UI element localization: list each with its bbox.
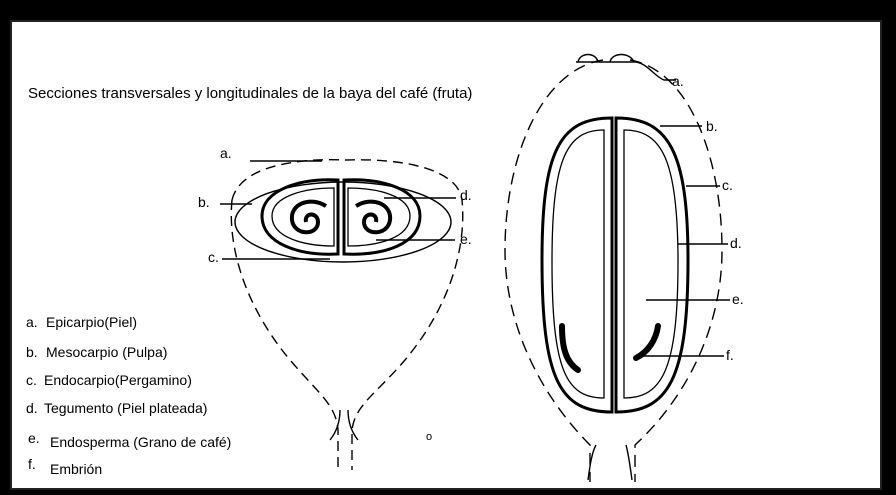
legend-text-d: Tegumento (Piel plateada) <box>44 400 207 416</box>
cross-epicarp-outline <box>231 160 462 470</box>
stray-mark: o <box>426 431 432 443</box>
long-label-a: a. <box>672 73 684 89</box>
cross-label-b: b. <box>198 194 210 210</box>
cross-endosperm-fold-right <box>356 202 390 233</box>
cross-label-e: e. <box>460 231 472 247</box>
legend-text-a: Epicarpio(Piel) <box>46 314 137 330</box>
cross-section <box>220 160 463 470</box>
cross-labels: a. b. c. d. e. <box>198 145 472 265</box>
cross-label-a: a. <box>220 145 232 161</box>
long-label-e: e. <box>732 291 744 307</box>
long-label-f: f. <box>726 347 734 363</box>
long-calyx <box>578 55 634 63</box>
legend-text-c: Endocarpio(Pergamino) <box>44 372 192 388</box>
long-embryo-left <box>562 326 578 370</box>
legend-letter-e: e. <box>28 430 40 446</box>
cross-tegument-right <box>348 188 410 246</box>
longitudinal-labels: a. b. c. d. e. f. <box>672 73 744 363</box>
diagram-title: Secciones transversales y longitudinales… <box>28 85 472 102</box>
legend-text-f: Embrión <box>50 461 102 477</box>
legend-letter-d: d. <box>26 400 38 416</box>
legend-letter-b: b. <box>26 344 38 360</box>
legend-letter-f: f. <box>28 456 36 472</box>
cross-endocarp-right <box>344 180 420 254</box>
long-endocarp-right <box>616 118 688 412</box>
cross-tegument-left <box>272 188 334 246</box>
legend-letter-c: c. <box>26 372 37 388</box>
legend-letter-a: a. <box>26 314 38 330</box>
legend-text-e: Endosperma (Grano de café) <box>50 434 231 450</box>
cross-label-c: c. <box>208 249 219 265</box>
long-label-c: c. <box>722 177 733 193</box>
long-label-b: b. <box>706 118 718 134</box>
long-tegument-right <box>624 130 678 398</box>
longitudinal-section <box>505 55 730 483</box>
long-tegument-left <box>552 130 604 398</box>
legend: a. Epicarpio(Piel) b. Mesocarpio (Pulpa)… <box>26 314 231 477</box>
cross-label-d: d. <box>460 187 472 203</box>
cross-endosperm-fold-left <box>292 202 326 233</box>
long-label-d: d. <box>730 235 742 251</box>
long-embryo-right <box>636 326 658 358</box>
long-stalk <box>588 445 632 480</box>
legend-text-b: Mesocarpio (Pulpa) <box>46 344 167 360</box>
